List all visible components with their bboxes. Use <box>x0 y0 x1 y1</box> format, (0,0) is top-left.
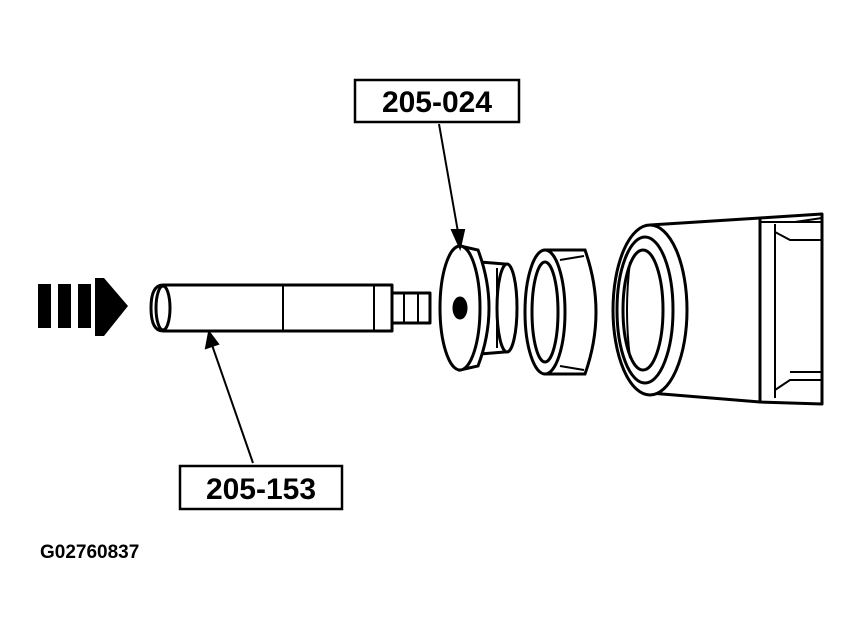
leader-lines <box>204 123 466 464</box>
callout-205-024: 205-024 <box>353 78 521 124</box>
seal-ring <box>523 248 598 376</box>
callout-205-153: 205-153 <box>178 464 344 511</box>
callout-label-lower: 205-153 <box>206 473 316 506</box>
triple-dash-arrow-right-icon <box>38 278 128 336</box>
figure-id: G02760837 <box>40 542 139 563</box>
installer-rod <box>149 283 432 333</box>
housing <box>611 212 824 406</box>
installer-disc <box>438 244 519 372</box>
callout-label-upper: 205-024 <box>382 86 492 119</box>
